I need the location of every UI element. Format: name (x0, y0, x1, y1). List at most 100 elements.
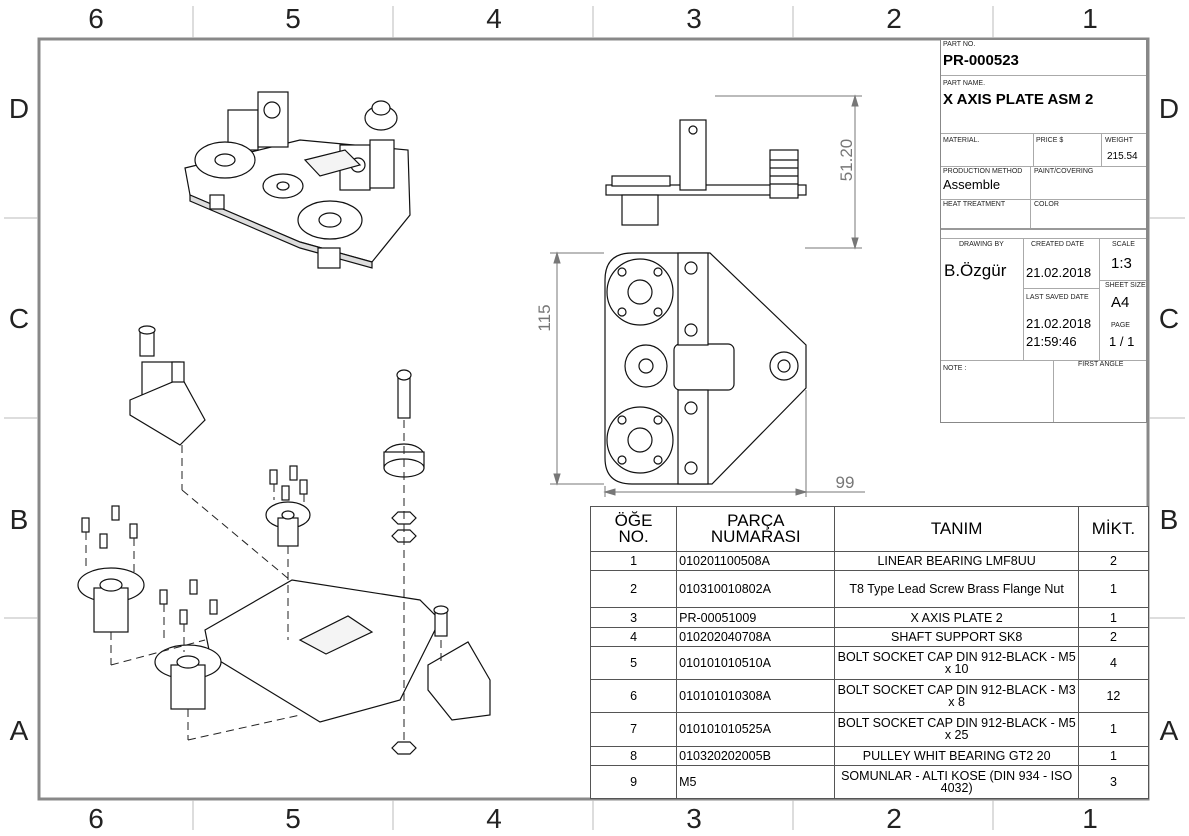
bom-description: PULLEY WHIT BEARING GT2 20 (834, 745, 1079, 766)
bom-quantity: 1 (1077, 745, 1150, 766)
zone-row-d-left: D (8, 93, 30, 124)
zone-col-5-bottom: 5 (285, 803, 301, 834)
table-row: 7 010101010525A BOLT SOCKET CAP DIN 912-… (589, 712, 1150, 747)
bom-description: BOLT SOCKET CAP DIN 912-BLACK - M5 x 25 (834, 712, 1079, 747)
bom-part-number: 010201100508A (676, 550, 836, 572)
dimension-width-top: 99 (836, 473, 855, 492)
table-row: 6 010101010308A BOLT SOCKET CAP DIN 912-… (589, 678, 1150, 714)
created-date-value: 21.02.2018 (1026, 265, 1092, 280)
created-date-label: CREATED DATE (1031, 241, 1085, 248)
zone-col-4-top: 4 (486, 3, 502, 34)
price-label: PRICE $ (1036, 137, 1064, 144)
zone-col-1-bottom: 1 (1082, 803, 1098, 834)
production-method-label: PRODUCTION METHOD (943, 168, 1023, 175)
bom-description: BOLT SOCKET CAP DIN 912-BLACK - M5 x 10 (834, 645, 1079, 680)
exploded-view (77, 325, 491, 755)
bom-part-number: 010101010308A (676, 678, 836, 714)
bom-part-number: 010101010510A (676, 645, 836, 680)
table-row: 9 M5 SOMUNLAR - ALTI KOSE (DIN 934 - ISO… (589, 764, 1150, 800)
dimension-height-top: 115 (535, 304, 554, 331)
table-row: 8 010320202005B PULLEY WHIT BEARING GT2 … (589, 745, 1150, 766)
bom-part-number: PR-00051009 (676, 607, 836, 628)
bom-header-quantity: MİKT. (1077, 506, 1150, 552)
bom-description: X AXIS PLATE 2 (834, 607, 1079, 628)
drawing-border (37, 37, 1150, 801)
table-row: 2 010310010802A T8 Type Lead Screw Brass… (589, 570, 1150, 609)
drawing-by-value: B.Özgür (944, 261, 1007, 280)
bom-part-number: 010202040708A (676, 626, 836, 647)
weight-value: 215.54 (1107, 151, 1138, 162)
bom-item-no: 1 (589, 550, 678, 572)
table-row: 5 010101010510A BOLT SOCKET CAP DIN 912-… (589, 645, 1150, 680)
last-saved-label: LAST SAVED DATE (1026, 294, 1089, 301)
bom-description: T8 Type Lead Screw Brass Flange Nut (834, 570, 1079, 609)
bom-part-number: M5 (676, 764, 836, 800)
part-no-value: PR-000523 (943, 52, 1019, 69)
table-row: 4 010202040708A SHAFT SUPPORT SK8 2 (589, 626, 1150, 647)
zone-col-6-bottom: 6 (88, 803, 104, 834)
bom-part-number: 010310010802A (676, 570, 836, 609)
zone-col-6-top: 6 (88, 3, 104, 34)
bom-description: SHAFT SUPPORT SK8 (834, 626, 1079, 647)
scale-label: SCALE (1112, 241, 1135, 248)
bom-quantity: 2 (1077, 550, 1150, 572)
side-view-dimension (715, 94, 862, 250)
bom-item-no: 7 (589, 712, 678, 747)
bom-item-no: 4 (589, 626, 678, 647)
exploded-shaft-support-2 (427, 641, 491, 721)
last-saved-time-value: 21:59:46 (1026, 334, 1077, 349)
heat-treatment-label: HEAT TREATMENT (943, 201, 1006, 208)
exploded-nut-3 (391, 741, 417, 755)
sheet-size-label: SHEET SIZE (1105, 282, 1146, 289)
zone-col-5-top: 5 (285, 3, 301, 34)
top-view-dimensions (550, 251, 865, 497)
zone-row-d-right: D (1158, 93, 1180, 124)
bom-header-description: TANIM (834, 506, 1079, 552)
bom-quantity: 1 (1077, 570, 1150, 609)
zone-col-2-top: 2 (886, 3, 902, 34)
zone-ticks (4, 6, 1185, 830)
zone-row-c-left: C (8, 303, 30, 334)
bom-item-no: 9 (589, 764, 678, 800)
table-row: 3 PR-00051009 X AXIS PLATE 2 1 (589, 607, 1150, 628)
bom-item-no: 8 (589, 745, 678, 766)
side-pulley (769, 149, 799, 199)
bom-description: LINEAR BEARING LMF8UU (834, 550, 1079, 572)
title-block: PART NO. PR-000523 PART NAME. X AXIS PLA… (940, 39, 1147, 423)
zone-col-3-top: 3 (686, 3, 702, 34)
bom-header-part-number: PARÇA NUMARASI (676, 506, 836, 552)
weight-label: WEIGHT (1105, 137, 1133, 144)
last-saved-date-value: 21.02.2018 (1026, 316, 1092, 331)
bom-quantity: 1 (1077, 712, 1150, 747)
bom-item-no: 6 (589, 678, 678, 714)
bom-header-row: ÖĞE NO. PARÇA NUMARASI TANIM MİKT. (589, 506, 1150, 552)
drawing-by-label: DRAWING BY (959, 241, 1004, 248)
bill-of-materials-table: ÖĞE NO. PARÇA NUMARASI TANIM MİKT. 1 010… (589, 506, 1150, 800)
bom-item-no: 3 (589, 607, 678, 628)
material-label: MATERIAL. (943, 137, 980, 144)
note-label: NOTE : (943, 365, 967, 372)
zone-col-4-bottom: 4 (486, 803, 502, 834)
bom-quantity: 1 (1077, 607, 1150, 628)
sheet-size-value: A4 (1111, 294, 1130, 311)
bom-description: BOLT SOCKET CAP DIN 912-BLACK - M3 x 8 (834, 678, 1079, 714)
bom-quantity: 3 (1077, 764, 1150, 800)
zone-col-3-bottom: 3 (686, 803, 702, 834)
isometric-assembly-view (184, 91, 411, 269)
page-label: PAGE (1111, 322, 1130, 329)
dimension-height-side: 51.20 (837, 139, 856, 182)
color-label: COLOR (1034, 201, 1059, 208)
exploded-center-lines (85, 420, 442, 741)
paint-covering-label: PAINT/COVERING (1034, 168, 1094, 175)
projection-label: FIRST ANGLE (1078, 361, 1124, 368)
scale-value: 1:3 (1111, 255, 1132, 272)
table-row: 1 010201100508A LINEAR BEARING LMF8UU 2 (589, 550, 1150, 572)
zone-col-2-bottom: 2 (886, 803, 902, 834)
zone-row-a-left: A (9, 715, 29, 746)
part-name-value: X AXIS PLATE ASM 2 (943, 91, 1094, 108)
exploded-plate-cutout (298, 615, 374, 655)
bom-item-no: 2 (589, 570, 678, 609)
bom-description: SOMUNLAR - ALTI KOSE (DIN 934 - ISO 4032… (834, 764, 1079, 800)
part-name-label: PART NAME. (943, 80, 986, 87)
